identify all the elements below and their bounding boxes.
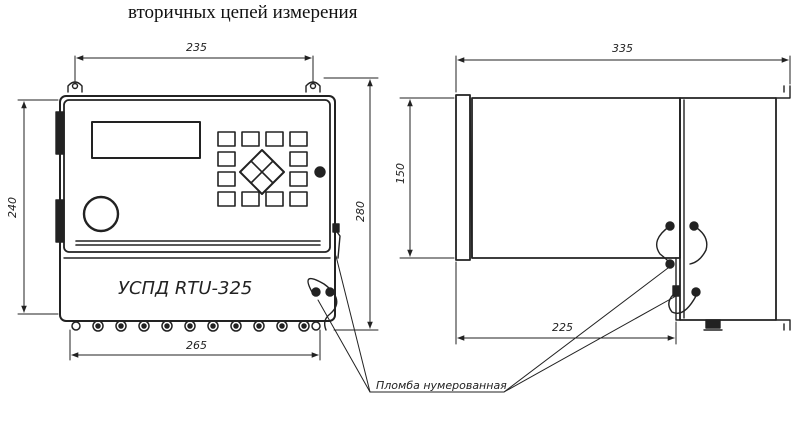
dimension-left-height: [17, 99, 59, 315]
seal-side: [656, 221, 708, 314]
round-indicator: [82, 195, 120, 233]
dimension-height: [399, 97, 455, 259]
hinge-upper: [55, 111, 65, 155]
dimension-depth-lower: [455, 261, 677, 345]
dimension-height-label: 150: [394, 163, 407, 184]
keypad: [217, 131, 308, 207]
seal-callout-leaders: [317, 255, 677, 393]
seal-callout-label: Пломба нумерованная: [376, 379, 507, 392]
dimension-right-height-label: 280: [354, 201, 367, 222]
dimension-bottom-width: [69, 329, 321, 361]
dimension-right-height: [323, 77, 379, 331]
hinge-lower: [55, 199, 65, 243]
heading-text: вторичных цепей измерения: [128, 2, 358, 23]
front-door: [63, 99, 331, 253]
dimension-bottom-width-label: 265: [186, 339, 207, 352]
seal-front: [307, 223, 341, 331]
cable-glands: [71, 320, 321, 332]
device-label: УСПД RTU-325: [118, 278, 252, 299]
door-lock: [314, 166, 326, 178]
front-view: УСПД RTU-325 23: [6, 41, 379, 361]
dimension-left-height-label: 240: [6, 197, 19, 218]
dimension-top-width: [74, 55, 314, 85]
dimension-depth-total-label: 335: [612, 42, 633, 55]
side-view: 335 150 225: [394, 42, 791, 345]
lcd-display: [91, 121, 201, 159]
side-gland: [703, 319, 723, 331]
dimension-top-width-label: 235: [186, 41, 207, 54]
dimension-depth-lower-label: 225: [552, 321, 573, 334]
dimension-depth-total: [455, 55, 791, 93]
